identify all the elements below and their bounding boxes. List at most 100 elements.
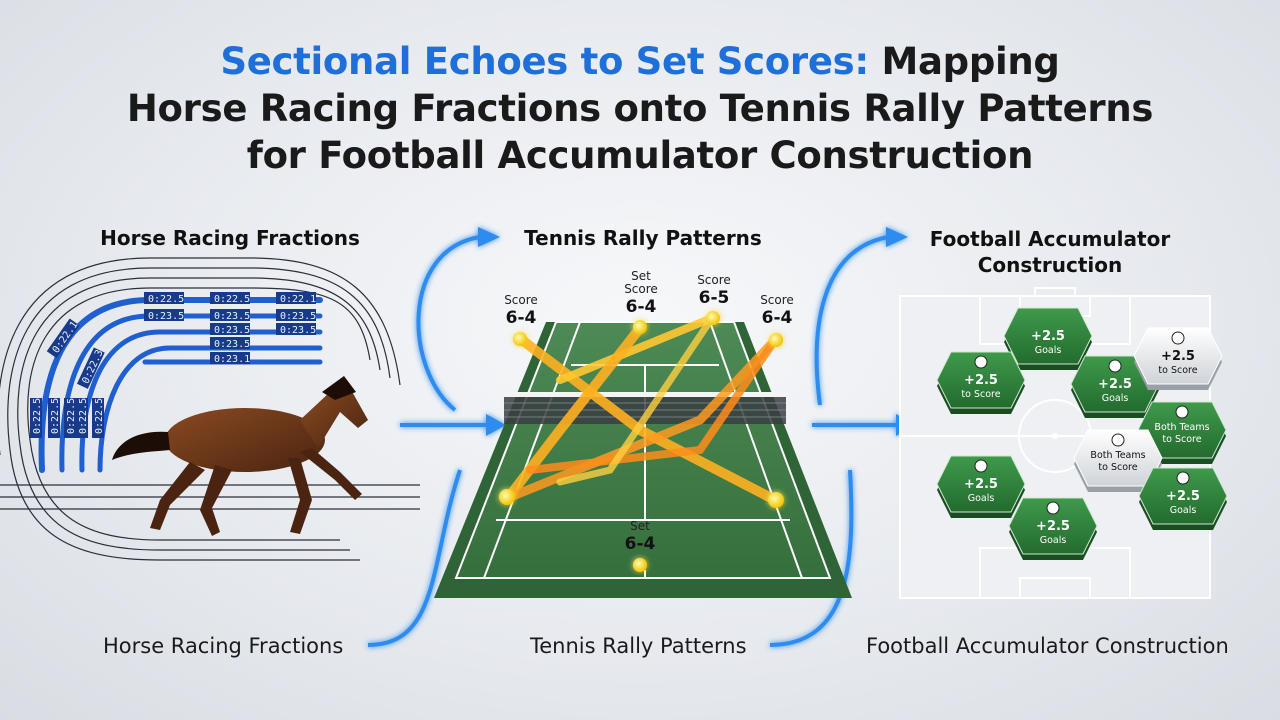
svg-text:Set: Set xyxy=(631,269,651,283)
football-title-line2: Construction xyxy=(977,253,1123,277)
tennis-ball-icon xyxy=(633,320,647,334)
football-hexes: +2.5 Goals +2.5 to Score +2.5 Goals +2.5… xyxy=(936,307,1228,560)
time-tag: 0:23.5 xyxy=(276,309,316,322)
svg-text:0:23.1: 0:23.1 xyxy=(214,354,250,365)
tennis-ball-icon xyxy=(499,489,515,505)
arrow-curve-up-2 xyxy=(814,235,889,406)
title-accent: Sectional Echoes to Set Scores: xyxy=(220,40,869,83)
tennis-bottom-label: Tennis Rally Patterns xyxy=(530,634,747,658)
time-tag: 0:22.5 xyxy=(30,398,43,438)
arrowhead-icon xyxy=(478,227,500,247)
arrow-bottom-curve-1 xyxy=(367,469,462,647)
score-label: Set Score 6-4 xyxy=(624,269,658,317)
time-tag: 0:23.5 xyxy=(210,337,250,350)
arrow-curve-up-1 xyxy=(416,235,481,412)
time-tag: 0:23.5 xyxy=(210,309,250,322)
time-tag: 0:22.1 xyxy=(46,318,80,359)
time-tag: 0:22.5 xyxy=(210,292,250,305)
svg-text:+2.5: +2.5 xyxy=(1031,329,1065,344)
svg-text:to Score: to Score xyxy=(961,389,1000,400)
tennis-section-title: Tennis Rally Patterns xyxy=(524,226,762,250)
svg-text:0:22.5: 0:22.5 xyxy=(94,398,105,434)
title-line3: for Football Accumulator Construction xyxy=(246,134,1034,177)
svg-text:+2.5: +2.5 xyxy=(1161,349,1195,364)
svg-text:0:22.5: 0:22.5 xyxy=(66,398,77,434)
svg-text:+2.5: +2.5 xyxy=(1166,489,1200,504)
horse-section-title: Horse Racing Fractions xyxy=(100,226,360,250)
soccer-ball-icon xyxy=(974,355,988,369)
market-hex: +2.5 Goals xyxy=(1008,497,1098,560)
tennis-balls xyxy=(499,311,784,572)
horse-track: 0:22.5 0:22.5 0:22.1 0:23.5 0:23.5 0:23.… xyxy=(0,257,420,561)
time-tag xyxy=(210,352,250,364)
market-hex: Both Teams to Score xyxy=(1137,401,1227,464)
tennis-ball-icon xyxy=(706,311,720,325)
time-tag: 0:22.5 xyxy=(92,398,105,438)
market-hex: +2.5 Goals xyxy=(1003,307,1093,370)
time-tag: 0:22.1 xyxy=(276,292,316,305)
time-tag: 0:23.5 xyxy=(276,323,316,336)
time-tag: 0:23.1 xyxy=(210,352,250,365)
football-title-line1: Football Accumulator xyxy=(929,227,1171,251)
market-hex: +2.5 Goals xyxy=(1070,355,1160,418)
svg-text:Both Teams: Both Teams xyxy=(1090,450,1145,461)
arrowhead-icon xyxy=(486,414,506,436)
title-rest: Mapping xyxy=(868,40,1060,83)
market-hex: +2.5 Goals xyxy=(936,455,1026,518)
svg-text:0:22.5: 0:22.5 xyxy=(50,398,61,434)
score-label: Score 6-4 xyxy=(760,293,794,328)
tennis-ball-icon xyxy=(513,332,527,346)
soccer-ball-icon xyxy=(1108,359,1122,373)
svg-text:0:23.5: 0:23.5 xyxy=(214,339,250,350)
svg-text:0:23.5: 0:23.5 xyxy=(214,325,250,336)
svg-text:Set: Set xyxy=(630,519,650,533)
soccer-ball-icon xyxy=(1111,433,1125,447)
soccer-ball-icon xyxy=(1175,405,1189,419)
time-tag: 0:23.5 xyxy=(210,323,250,336)
football-bottom-label: Football Accumulator Construction xyxy=(866,634,1229,658)
time-tag: 0:22.5 xyxy=(48,398,61,438)
svg-text:Goals: Goals xyxy=(1040,535,1067,546)
tennis-score-labels: Score 6-4 Set Score 6-4 Score 6-5 Score … xyxy=(504,269,794,554)
page-title: Sectional Echoes to Set Scores: Mapping … xyxy=(0,38,1280,179)
svg-text:0:22.5: 0:22.5 xyxy=(78,398,89,434)
svg-text:0:23.5: 0:23.5 xyxy=(280,311,316,322)
svg-text:Both Teams: Both Teams xyxy=(1154,422,1209,433)
svg-text:Score: Score xyxy=(504,293,538,307)
svg-text:6-4: 6-4 xyxy=(506,308,537,328)
time-tag: 0:22.5 xyxy=(76,398,89,438)
svg-text:Goals: Goals xyxy=(1170,505,1197,516)
svg-text:+2.5: +2.5 xyxy=(1098,377,1132,392)
tennis-court: Score 6-4 Set Score 6-4 Score 6-5 Score … xyxy=(434,269,852,598)
market-hex: Both Teams to Score xyxy=(1073,429,1163,492)
svg-text:+2.5: +2.5 xyxy=(964,373,998,388)
rally-paths xyxy=(503,314,780,505)
svg-text:Goals: Goals xyxy=(968,493,995,504)
svg-text:0:22.5: 0:22.5 xyxy=(148,294,184,305)
tennis-ball-icon xyxy=(768,492,784,508)
market-hex: +2.5 to Score xyxy=(936,351,1026,414)
time-tag: 0:22.5 xyxy=(64,398,77,438)
svg-text:+2.5: +2.5 xyxy=(1036,519,1070,534)
svg-text:0:22.5: 0:22.5 xyxy=(32,398,43,434)
market-hex: +2.5 to Score xyxy=(1133,327,1223,390)
score-label: Score 6-4 xyxy=(504,293,538,328)
svg-text:0:22.5: 0:22.5 xyxy=(214,294,250,305)
svg-text:6-5: 6-5 xyxy=(699,288,730,308)
svg-text:Goals: Goals xyxy=(1102,393,1129,404)
soccer-ball-icon xyxy=(1176,471,1190,485)
svg-text:0:23.5: 0:23.5 xyxy=(214,311,250,322)
flow-arrows xyxy=(367,235,900,647)
score-label: Set 6-4 xyxy=(625,519,656,554)
soccer-ball-icon xyxy=(1171,331,1185,345)
svg-text:Score: Score xyxy=(624,282,658,296)
tennis-ball-icon xyxy=(769,333,783,347)
score-label: Score 6-5 xyxy=(697,273,731,308)
horse-icon xyxy=(112,376,368,536)
svg-text:0:22.1: 0:22.1 xyxy=(280,294,316,305)
market-hex: +2.5 Goals xyxy=(1138,467,1228,530)
svg-text:Score: Score xyxy=(760,293,794,307)
title-line2: Horse Racing Fractions onto Tennis Rally… xyxy=(126,87,1154,130)
svg-text:+2.5: +2.5 xyxy=(964,477,998,492)
